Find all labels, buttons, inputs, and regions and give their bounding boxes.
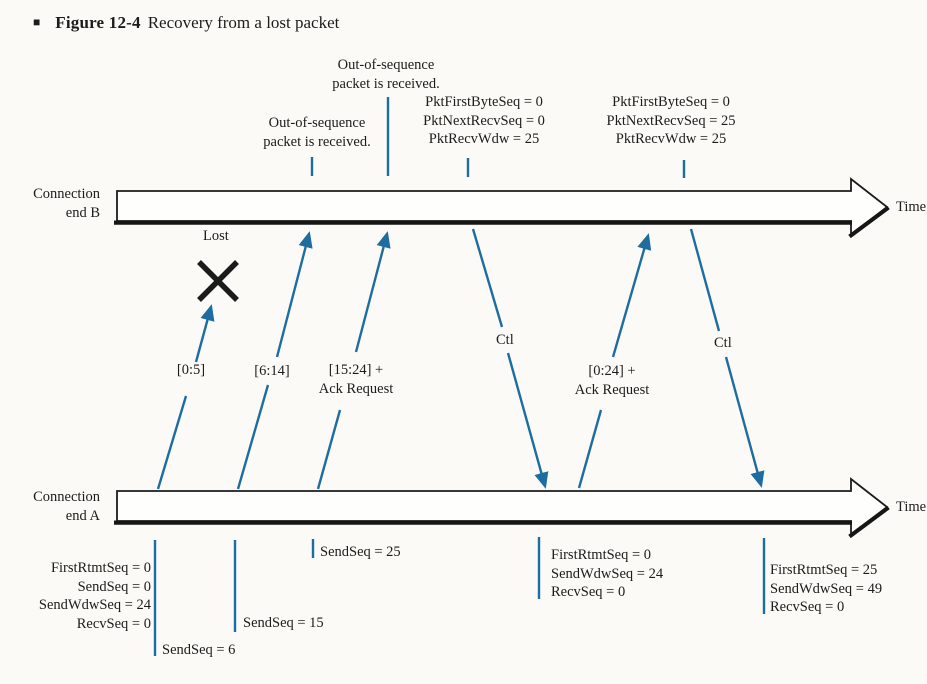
send-state-group-2: FirstRtmtSeq = 0 SendWdwSeq = 24 RecvSeq…: [551, 547, 664, 601]
lost-label: Lost: [203, 228, 229, 244]
time-label-a: Time: [896, 499, 927, 515]
timeline-a-arrow: [114, 477, 890, 539]
pkt-state-group-1: PktFirstByteSeq = 0 PktNextRecvSeq = 0 P…: [423, 94, 545, 148]
figure-caption: ■ Figure 12-4 Recovery from a lost packet: [33, 13, 339, 33]
send-state-group-1: FirstRtmtSeq = 0 SendSeq = 0 SendWdwSeq …: [38, 560, 151, 632]
packet-label-0-24: [0:24] + Ack Request: [574, 363, 650, 398]
time-label-b: Time: [896, 199, 927, 215]
ctl-arrow-1: [471, 228, 549, 489]
packet-label-6-14: [6:14]: [254, 363, 290, 379]
send-state-group-3: FirstRtmtSeq = 25 SendWdwSeq = 49 RecvSe…: [770, 562, 883, 616]
packet-arrow-6-14: [236, 231, 313, 490]
figure-caption-text: Recovery from a lost packet: [147, 13, 340, 32]
packet-arrow-0-24: [577, 233, 652, 489]
packet-arrow-15-24: [316, 231, 391, 490]
figure-number: Figure 12-4: [55, 13, 141, 32]
packet-label-0-5: [0:5]: [176, 362, 206, 378]
ctl-label-2: Ctl: [714, 335, 732, 351]
figure-bullet-icon: ■: [33, 15, 41, 29]
sendseq-6-label: SendSeq = 6: [162, 642, 236, 658]
out-of-sequence-label-1: Out-of-sequence packet is received.: [263, 115, 371, 150]
packet-arrow-0-5: [156, 304, 215, 490]
ctl-label-1: Ctl: [496, 332, 514, 348]
connection-end-b-label: Connection end B: [33, 186, 100, 221]
lost-x-icon: [197, 260, 239, 302]
timeline-b-arrow: [114, 177, 890, 239]
packet-label-15-24: [15:24] + Ack Request: [318, 362, 394, 397]
ctl-arrow-2: [689, 228, 765, 488]
sendseq-15-label: SendSeq = 15: [243, 615, 324, 631]
connection-end-a-label: Connection end A: [33, 489, 100, 524]
sendseq-25-label: SendSeq = 25: [320, 544, 401, 560]
pkt-state-group-2: PktFirstByteSeq = 0 PktNextRecvSeq = 25 …: [606, 94, 736, 148]
out-of-sequence-label-2: Out-of-sequence packet is received.: [332, 57, 440, 92]
